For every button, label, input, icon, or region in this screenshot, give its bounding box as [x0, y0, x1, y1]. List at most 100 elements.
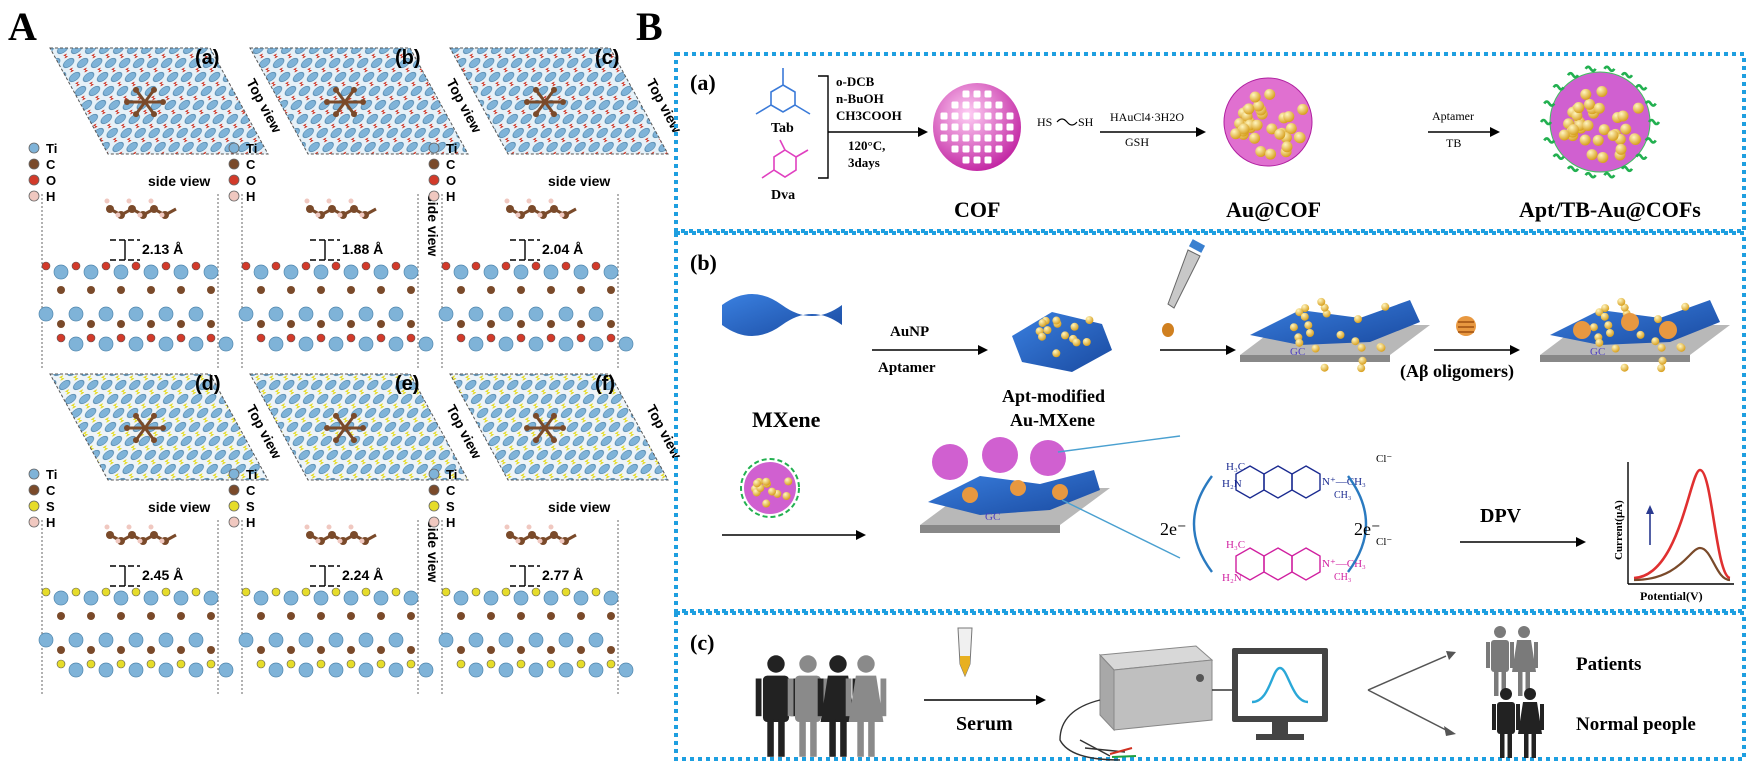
frame-b-c	[674, 611, 1746, 761]
svg-text:CH₃: CH₃	[1334, 572, 1351, 583]
apt-tb-au-cof-sphere	[1539, 65, 1661, 179]
legend-dot	[428, 190, 440, 202]
legend-label: Ti	[46, 467, 57, 482]
abeta-label: (Aβ oligomers)	[1400, 361, 1514, 382]
gc-electrode-3: GC	[920, 437, 1110, 533]
legend-label: Ti	[246, 141, 257, 156]
mxene-sheet	[722, 294, 842, 336]
two-e-right: 2e⁻	[1354, 519, 1381, 539]
side-view-label: side view	[548, 499, 610, 515]
callout-line-2	[1061, 499, 1181, 559]
arrow-bb3-head	[1510, 345, 1520, 355]
legend-label: S	[446, 499, 455, 514]
sub-label-a-2: (c)	[595, 47, 619, 69]
tab-label: Tab	[771, 121, 794, 136]
side-view-label: side view	[148, 173, 210, 189]
legend-dot	[228, 190, 240, 202]
side-view-label: side view	[425, 194, 441, 256]
svg-text:H₃C: H₃C	[1226, 461, 1245, 473]
legend-dot	[428, 500, 440, 512]
cof-sphere	[933, 83, 1021, 171]
tb-label: TB	[1446, 136, 1461, 150]
outcome-people	[1486, 626, 1544, 758]
sub-label-a-5: (f)	[595, 373, 615, 395]
arrow-normal	[1367, 689, 1447, 731]
mb-oxidized: H₂N H₃C N⁺—CH₃ CH₃	[1222, 461, 1366, 501]
legend-dot	[28, 158, 40, 170]
arrow-serum-head	[1036, 695, 1046, 705]
legend-dot	[28, 484, 40, 496]
sub-label-a-0: (a)	[195, 47, 219, 69]
legend-dot	[228, 516, 240, 528]
distance-label: 1.88 Å	[342, 241, 383, 257]
legend-label: H	[446, 189, 455, 204]
cl-label-1: Cl⁻	[1376, 453, 1392, 465]
legend-dot	[28, 500, 40, 512]
legend-dot	[228, 158, 240, 170]
arrow-bb4-head	[856, 530, 866, 540]
legend-label: C	[246, 483, 256, 498]
mxene-label: MXene	[752, 407, 821, 432]
legend-label: H	[246, 189, 255, 204]
svg-text:CH₃: CH₃	[1334, 490, 1351, 501]
people-group	[755, 655, 887, 757]
au-cof-sphere	[1223, 77, 1313, 167]
legend-dot	[428, 174, 440, 186]
legend-label: Ti	[46, 141, 57, 156]
legend-label: Ti	[446, 467, 457, 482]
legend-label: H	[46, 515, 55, 530]
apt-mod-label-1: Apt-modified	[1002, 386, 1105, 406]
side-view-label: side view	[425, 520, 441, 582]
thiol-chain	[1056, 118, 1078, 126]
apt-mod-label-2: Au-MXene	[1010, 410, 1095, 430]
legend-label: O	[246, 173, 256, 188]
abeta-oligomer-icon	[1456, 316, 1476, 336]
normal-label: Normal people	[1576, 714, 1696, 735]
arrow-patients	[1367, 655, 1447, 691]
arrow-ba3-head	[1490, 127, 1500, 137]
legend-dot	[428, 158, 440, 170]
sub-label-ba: (a)	[690, 70, 716, 95]
legend-dot	[228, 484, 240, 496]
au-cof-label: Au@COF	[1226, 197, 1321, 222]
patients-label: Patients	[1576, 654, 1641, 675]
bracket	[818, 75, 829, 179]
svg-text:H₂N: H₂N	[1222, 572, 1242, 584]
legend-dot	[28, 190, 40, 202]
aunp-label: AuNP	[890, 324, 929, 340]
distance-label: 2.45 Å	[142, 567, 183, 583]
arrow-ba1-head	[918, 127, 928, 137]
gc-electrode-1: GC	[1240, 297, 1430, 373]
legend-dot	[228, 142, 240, 154]
serum-tube-icon	[957, 627, 973, 678]
legend-label: C	[446, 157, 456, 172]
gc-label-3: GC	[985, 511, 1000, 523]
legend-dot	[28, 142, 40, 154]
monitor-icon	[1232, 648, 1328, 740]
conditions: o-DCB n-BuOH CH3COOH 120°C, 3days	[836, 74, 902, 170]
sub-label-a-1: (b)	[395, 47, 421, 69]
dpv-curve-brown	[1633, 546, 1731, 582]
arrow-dpv-head	[1576, 537, 1586, 547]
legend-label: C	[46, 483, 56, 498]
svg-text:H₂N: H₂N	[1222, 478, 1242, 490]
gsh-label: GSH	[1125, 135, 1149, 149]
hs-label: HS	[1037, 115, 1052, 129]
arrow-bb1-head	[978, 345, 988, 355]
legend-dot	[28, 516, 40, 528]
legend-dot	[28, 174, 40, 186]
sub-label-a-4: (e)	[395, 373, 419, 395]
legend-dot	[28, 468, 40, 480]
distance-label: 2.04 Å	[542, 241, 583, 257]
sub-label-bb: (b)	[690, 250, 717, 275]
serum-label: Serum	[956, 713, 1013, 735]
panel-b-letter: B	[636, 4, 663, 49]
distance-label: 2.77 Å	[542, 567, 583, 583]
svg-text:N⁺—CH₃: N⁺—CH₃	[1322, 476, 1366, 488]
